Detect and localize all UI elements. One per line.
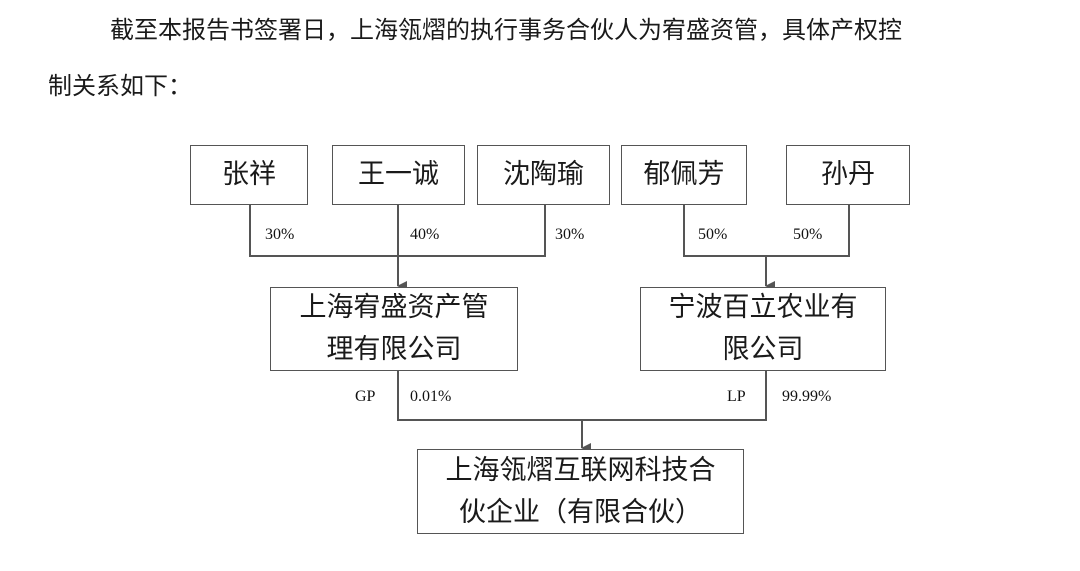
gp-pct-label: 0.01% (410, 388, 452, 405)
intro-paragraph: 截至本报告书签署日，上海瓴熠的执行事务合伙人为宥盛资管，具体产权控 制关系如下： (48, 2, 1058, 114)
shareholder-box-2: 王一诚 (332, 145, 465, 205)
shareholder-box-4: 郁佩芳 (621, 145, 747, 205)
shareholder-name-2: 王一诚 (358, 159, 439, 190)
intro-line-2: 制关系如下： (48, 72, 192, 100)
pct-label-2: 40% (410, 226, 440, 243)
lp-pct-label: 99.99% (782, 388, 832, 405)
target-entity-box: 上海瓴熠互联网科技合 伙企业（有限合伙） (417, 449, 744, 534)
pct-label-3: 30% (555, 226, 585, 243)
shareholder-name-1: 张祥 (222, 159, 276, 190)
shareholder-name-3: 沈陶瑜 (503, 159, 584, 190)
shareholder-box-1: 张祥 (190, 145, 308, 205)
shareholder-name-5: 孙丹 (821, 159, 875, 190)
intro-line-1: 截至本报告书签署日，上海瓴熠的执行事务合伙人为宥盛资管，具体产权控 (110, 16, 902, 44)
gp-company-box: 上海宥盛资产管 理有限公司 (270, 287, 518, 371)
gp-role-label: GP (355, 388, 376, 405)
shareholder-box-5: 孙丹 (786, 145, 910, 205)
lp-company-box: 宁波百立农业有 限公司 (640, 287, 886, 371)
target-line-1: 上海瓴熠互联网科技合 (445, 454, 716, 486)
pct-label-4: 50% (698, 226, 728, 243)
target-line-2: 伙企业（有限合伙） (459, 496, 702, 528)
pct-label-1: 30% (265, 226, 295, 243)
gp-company-line-2: 理有限公司 (326, 334, 462, 365)
lp-role-label: LP (727, 388, 746, 405)
shareholder-box-3: 沈陶瑜 (477, 145, 610, 205)
gp-company-line-1: 上海宥盛资产管 (299, 292, 489, 323)
lp-company-line-1: 宁波百立农业有 (668, 292, 858, 323)
shareholder-name-4: 郁佩芳 (643, 159, 725, 190)
lp-company-line-2: 限公司 (722, 334, 804, 365)
pct-label-5: 50% (793, 226, 823, 243)
